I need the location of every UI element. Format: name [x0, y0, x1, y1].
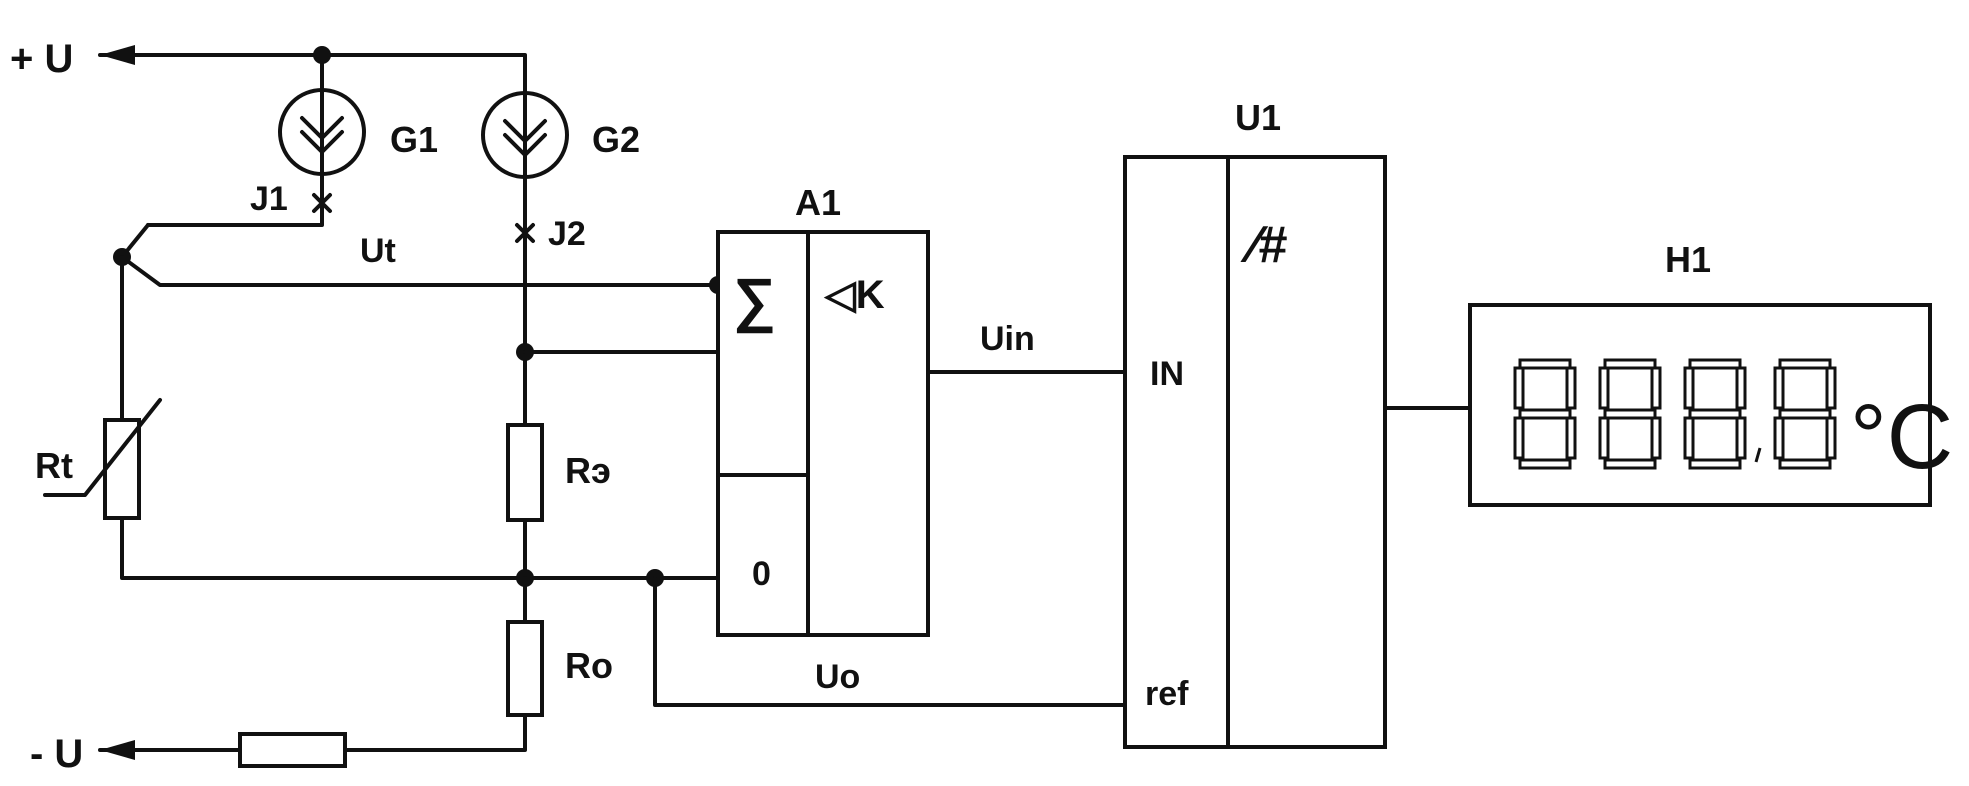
converter-in-label: IN: [1150, 355, 1184, 393]
g2-current-label: J2: [548, 215, 586, 253]
series-resistor: [238, 732, 347, 768]
display-readout: 888,8: [1515, 459, 1545, 473]
rt-label: Rt: [35, 445, 73, 486]
plus-supply-rail: [98, 45, 527, 107]
reference-voltage-label: Uo: [815, 658, 860, 696]
thermocouple-voltage-label: Ut: [360, 232, 396, 270]
plus-supply-label: + U: [10, 37, 73, 81]
display-h1: 888,8: [1468, 303, 1932, 507]
g1-current-label: J1: [250, 180, 288, 218]
converter-u1: [1123, 155, 1472, 749]
sum-symbol: ∑: [733, 266, 776, 334]
g2-label: G2: [592, 119, 640, 160]
re-label: Rэ: [565, 450, 611, 491]
thermocouple: [113, 223, 727, 294]
a1-label: A1: [795, 182, 841, 223]
resistor-rt: [43, 255, 527, 580]
g1-label: G1: [390, 119, 438, 160]
minus-supply-label: - U: [30, 732, 83, 776]
converter-ref-label: ref: [1145, 675, 1189, 713]
seven-segment-digits: [1513, 358, 1837, 470]
resistor-r0: [506, 620, 544, 717]
minus-supply-rail: [98, 713, 527, 768]
common-node: [506, 569, 1127, 717]
input-voltage-label: Uin: [980, 320, 1035, 358]
resistor-re: [506, 343, 720, 522]
display-unit: °C: [1850, 386, 1953, 488]
current-source-g1: [146, 88, 366, 227]
h1-label: H1: [1665, 239, 1711, 280]
r0-label: Ro: [565, 645, 613, 686]
gain-symbol: ◁K: [823, 273, 885, 317]
amplifier-a1: [716, 230, 1127, 637]
zero-input-label: 0: [752, 555, 771, 593]
u1-label: U1: [1235, 97, 1281, 138]
